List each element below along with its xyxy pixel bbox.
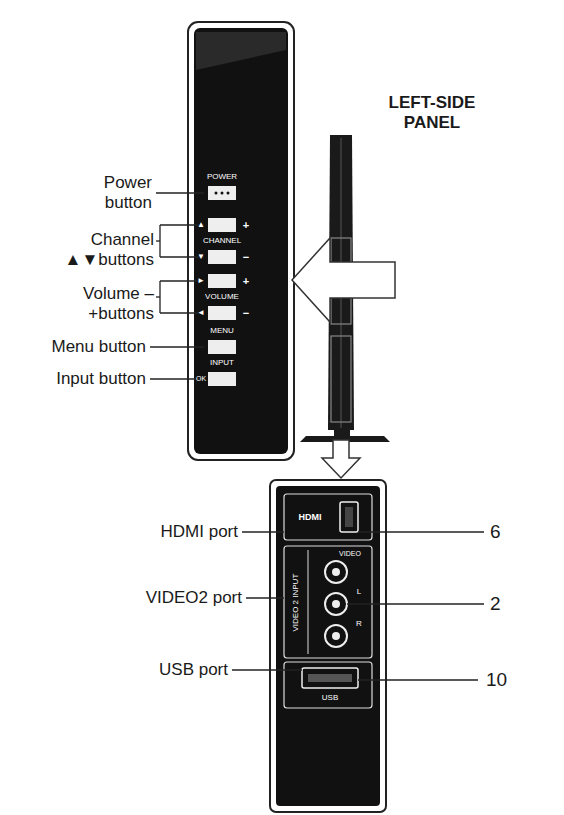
panel-marking: VOLUME [192,292,252,301]
view-arrow-down [322,440,360,478]
port-marking: USB [310,693,350,702]
part-label: Power button [82,173,152,212]
panel-marking: POWER [192,172,252,181]
port-marking: HDMI [290,512,330,522]
button-symbol: ◄ [195,308,207,317]
button-symbol: + [240,275,252,288]
part-label: Channel ▲▼buttons [62,230,154,269]
button-panel [188,22,294,460]
port-marking: L [354,587,364,596]
button-symbol: ▲ [195,220,207,229]
callout-number: 6 [490,521,530,543]
part-label: Volume – +buttons [62,284,154,323]
callout-number: 2 [490,593,530,615]
port-marking: VIDEO 2 INPUT [291,548,300,658]
panel-marking: CHANNEL [192,236,252,245]
button-symbol: + [240,219,252,232]
leader-lines [150,193,204,379]
callout-number: 10 [486,669,526,691]
button-symbol: − [240,307,252,320]
button-symbol: − [240,251,252,264]
port-marking: R [354,619,364,628]
part-label: USB port [98,660,228,680]
leader-lines [232,532,484,680]
panel-marking: INPUT [192,358,252,367]
panel-marking: MENU [192,326,252,335]
button-symbol: ▼ [195,252,207,261]
part-label: Input button [16,369,146,389]
button-symbol: ► [195,276,207,285]
panel-title: LEFT-SIDE PANEL [382,93,482,132]
port-marking: VIDEO [330,550,370,558]
part-label: HDMI port [108,522,238,542]
part-label: VIDEO2 port [112,588,242,608]
part-label: Menu button [26,337,146,357]
view-arrow-left [292,238,395,322]
port-panel [270,480,386,812]
panel-marking: OK [194,375,208,383]
